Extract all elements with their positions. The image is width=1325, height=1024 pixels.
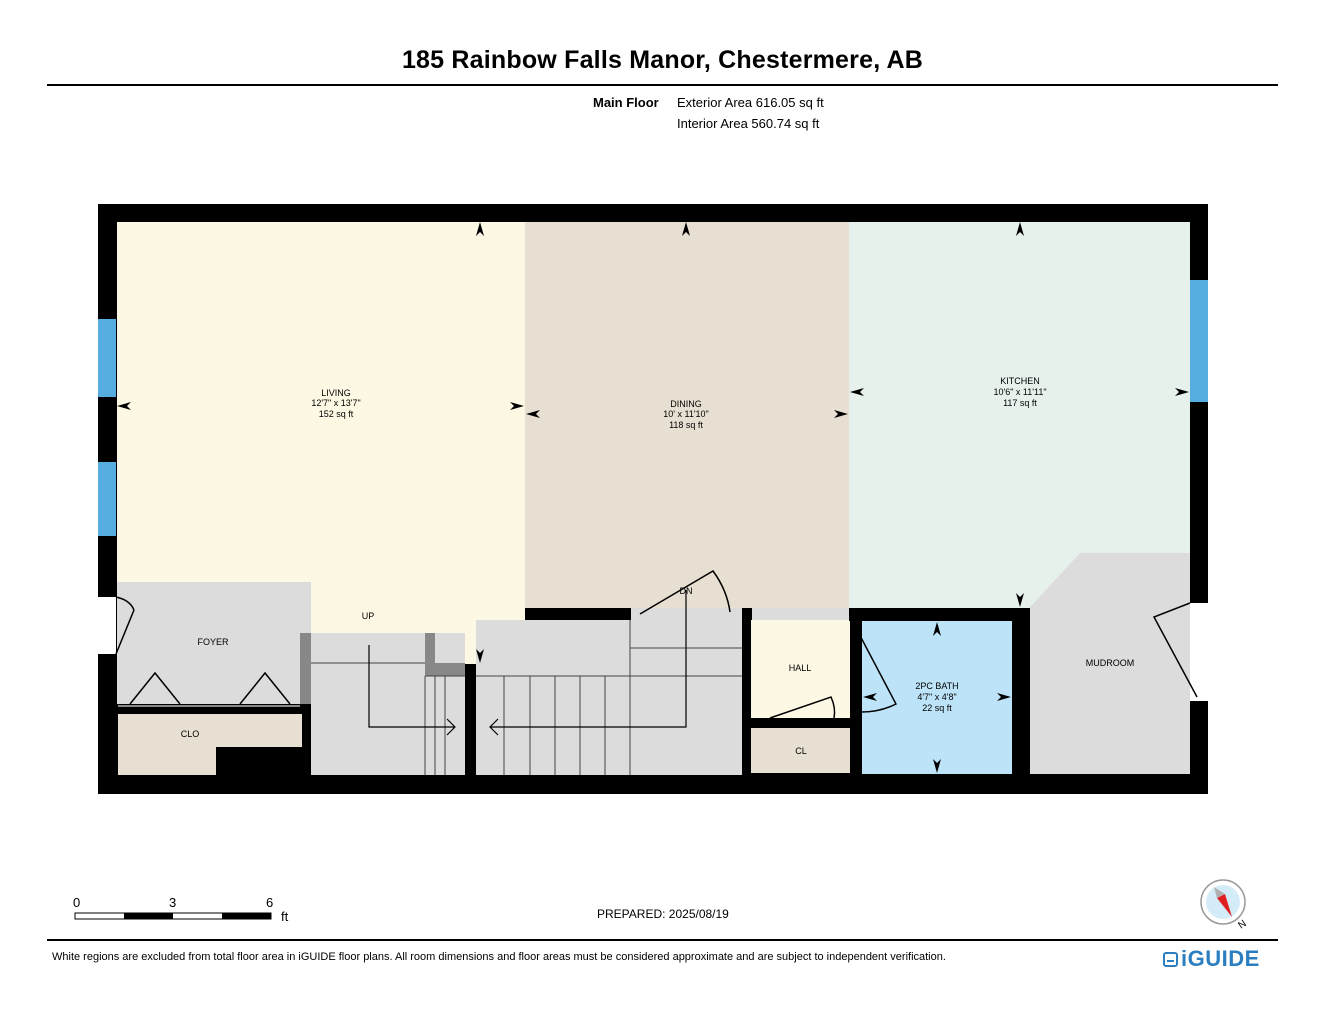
scale-unit: ft [281,909,289,924]
cl-label: CL [795,746,807,756]
bath-area: 22 sq ft [922,703,952,713]
footer-divider [47,939,1278,941]
cl-area [751,728,850,773]
dining-dims: 10' x 11'10" [663,409,709,419]
compass-icon: N [1200,879,1249,931]
hall-threshold [752,608,849,620]
iguide-logo-text: iGUIDE [1181,946,1260,971]
title-divider [47,84,1278,86]
scale-bar [74,912,272,920]
scale-tick-6: 6 [266,895,274,910]
bath-label: 2PC BATH [915,681,958,691]
clo-area-lower [118,747,216,775]
interior-wall [300,633,311,704]
dining-label: DINING [670,399,702,409]
interior-wall [751,718,850,728]
door-opening [98,597,116,654]
interior-wall [425,663,465,676]
stairs-down-area [476,620,742,775]
living-label: LIVING [321,388,351,398]
page-title: 185 Rainbow Falls Manor, Chestermere, AB [401,46,924,74]
window [98,462,116,536]
interior-wall [465,664,476,775]
iguide-logo: iGUIDE [1163,946,1260,972]
interior-wall [1012,608,1030,775]
basement-door-swing [639,570,731,615]
interior-wall [849,608,1030,621]
bath-dims: 4'7" x 4'8" [917,692,956,702]
exterior-area: Exterior Area 616.05 sq ft [677,95,824,110]
living-dims: 12'7" x 13'7" [311,398,360,408]
bath-door-swing [855,627,898,713]
foyer-label: FOYER [197,637,229,647]
mudroom-label: MUDROOM [1086,658,1135,668]
window [1190,280,1208,402]
kitchen-area: 117 sq ft [1003,398,1037,408]
interior-area: Interior Area 560.74 sq ft [677,116,820,131]
mudroom-area [1030,553,1190,774]
stairs-down-arrow [489,590,687,736]
kitchen-dims: 10'6" x 11'11" [993,387,1046,397]
dining-room-area [525,222,849,608]
compass-north-label: N [1236,918,1248,931]
dining-area: 118 sq ft [669,420,703,430]
kitchen-lower-corner [1030,553,1080,607]
disclaimer-text: White regions are excluded from total fl… [52,951,946,963]
front-door-swing [115,596,135,655]
stairs-down-label: DN [680,586,693,596]
clo-area [118,714,302,747]
window [98,319,116,397]
stairs-up-arrow [368,645,456,736]
stairs-up-area [311,633,465,775]
interior-wall [850,608,862,775]
interior-wall [425,633,435,663]
clo-label: CLO [181,729,200,739]
prepared-date: PREPARED: 2025/08/19 [597,907,729,921]
living-area: 152 sq ft [319,409,354,419]
interior-wall [525,608,631,620]
interior-wall [742,608,751,775]
stairs-up-label: UP [362,611,375,621]
back-door-swing [1152,602,1198,698]
cl-door-swing [769,696,836,719]
door-opening [1190,603,1208,701]
dimension-arrows [117,222,1189,773]
iguide-logo-icon [1163,951,1178,967]
scale-tick-3: 3 [169,895,177,910]
hall-label: HALL [789,663,812,673]
kitchen-lower-strip [849,553,1030,608]
kitchen-area [849,222,1190,608]
foyer-area [117,582,311,704]
bath-area [862,621,1012,774]
closet-door-swing [129,671,291,705]
floor-name: Main Floor [593,95,659,110]
scale-tick-0: 0 [73,895,81,910]
kitchen-label: KITCHEN [1000,376,1040,386]
